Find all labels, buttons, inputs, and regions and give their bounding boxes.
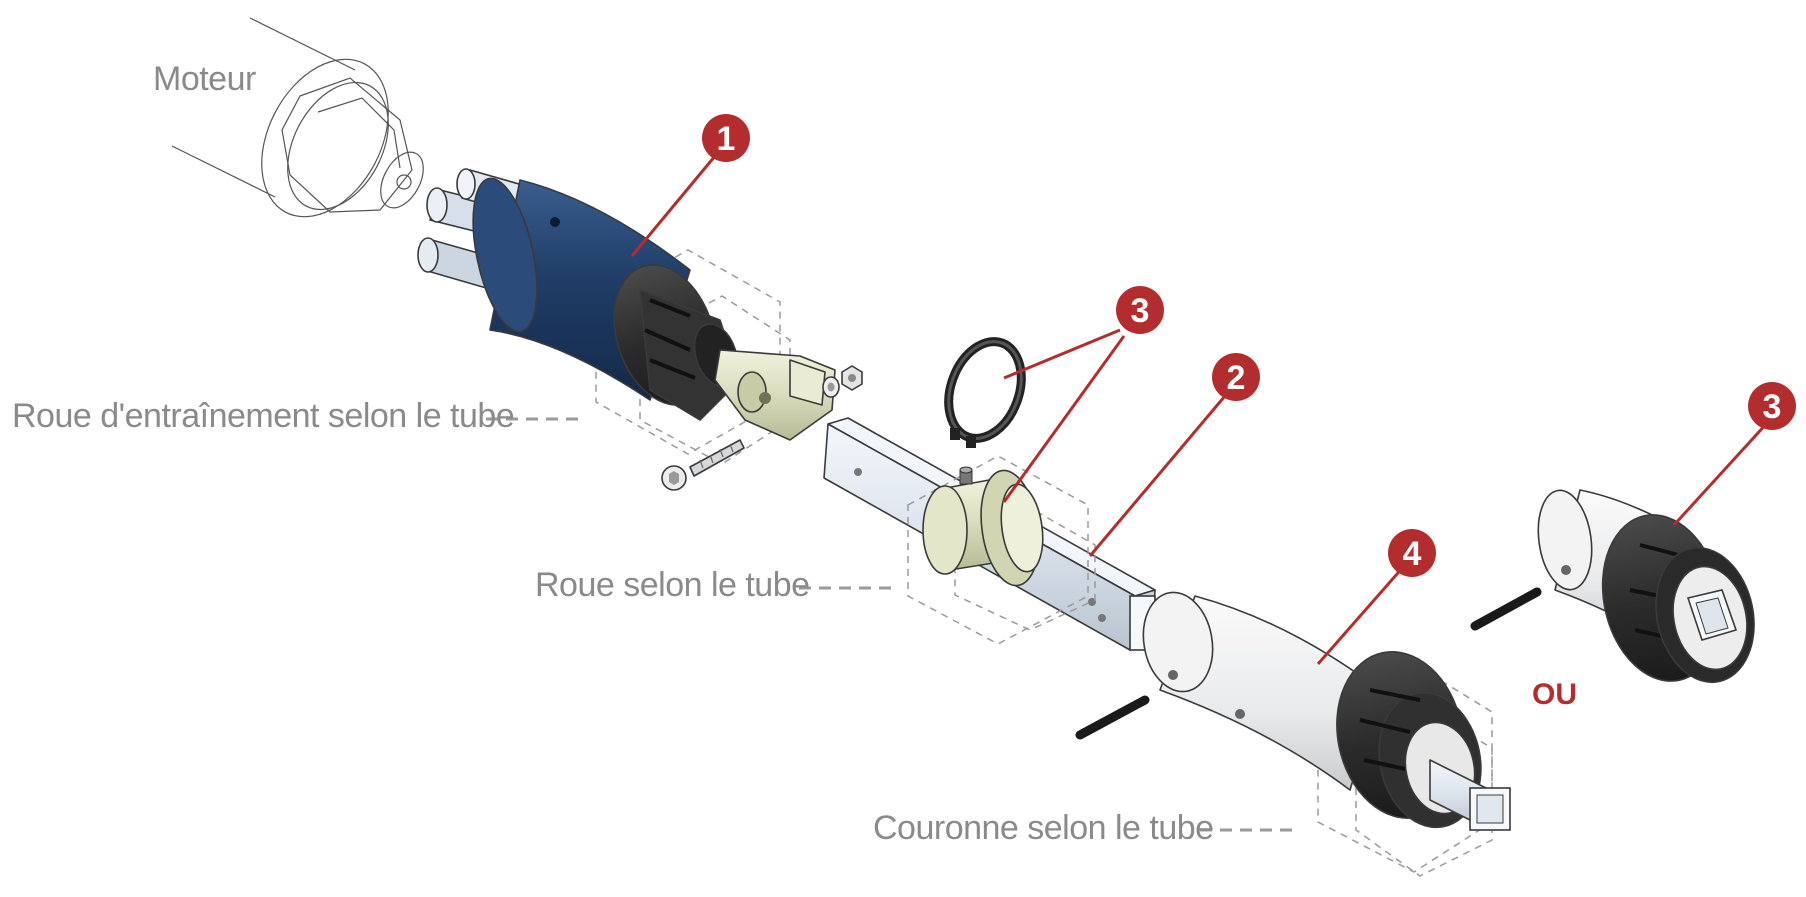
crown-label: Couronne selon le tube xyxy=(873,809,1214,847)
motor-label: Moteur xyxy=(153,60,256,98)
badge-3-alternative: 3 xyxy=(1748,382,1796,430)
wheel-label: Roue selon le tube xyxy=(535,566,810,604)
motor-tube xyxy=(171,17,424,218)
svg-text:1: 1 xyxy=(717,120,736,158)
badge-2: 2 xyxy=(1212,353,1260,401)
wheel-assembly xyxy=(907,455,1096,645)
badge-4: 4 xyxy=(1388,529,1436,577)
circlip-ring xyxy=(944,337,1026,448)
screw-bolt xyxy=(661,439,745,491)
badge-1: 1 xyxy=(702,114,750,162)
leader-lines xyxy=(630,149,1770,665)
svg-text:2: 2 xyxy=(1227,359,1246,397)
crown-assembly xyxy=(1142,591,1511,877)
nut-and-washer xyxy=(822,365,863,398)
alternative-crown xyxy=(1537,489,1755,684)
svg-text:4: 4 xyxy=(1403,535,1422,573)
svg-text:3: 3 xyxy=(1763,388,1782,426)
pin-left xyxy=(1075,695,1150,740)
svg-text:3: 3 xyxy=(1131,292,1150,330)
badge-3-wheel: 3 xyxy=(1116,286,1164,334)
drive-wheel-assembly xyxy=(417,168,836,465)
pin-right xyxy=(1470,587,1542,631)
or-label: OU xyxy=(1532,678,1577,711)
drive-wheel-label: Roue d'entraînement selon le tube xyxy=(12,397,514,435)
svg-text:Moteur: Moteur xyxy=(153,60,256,98)
